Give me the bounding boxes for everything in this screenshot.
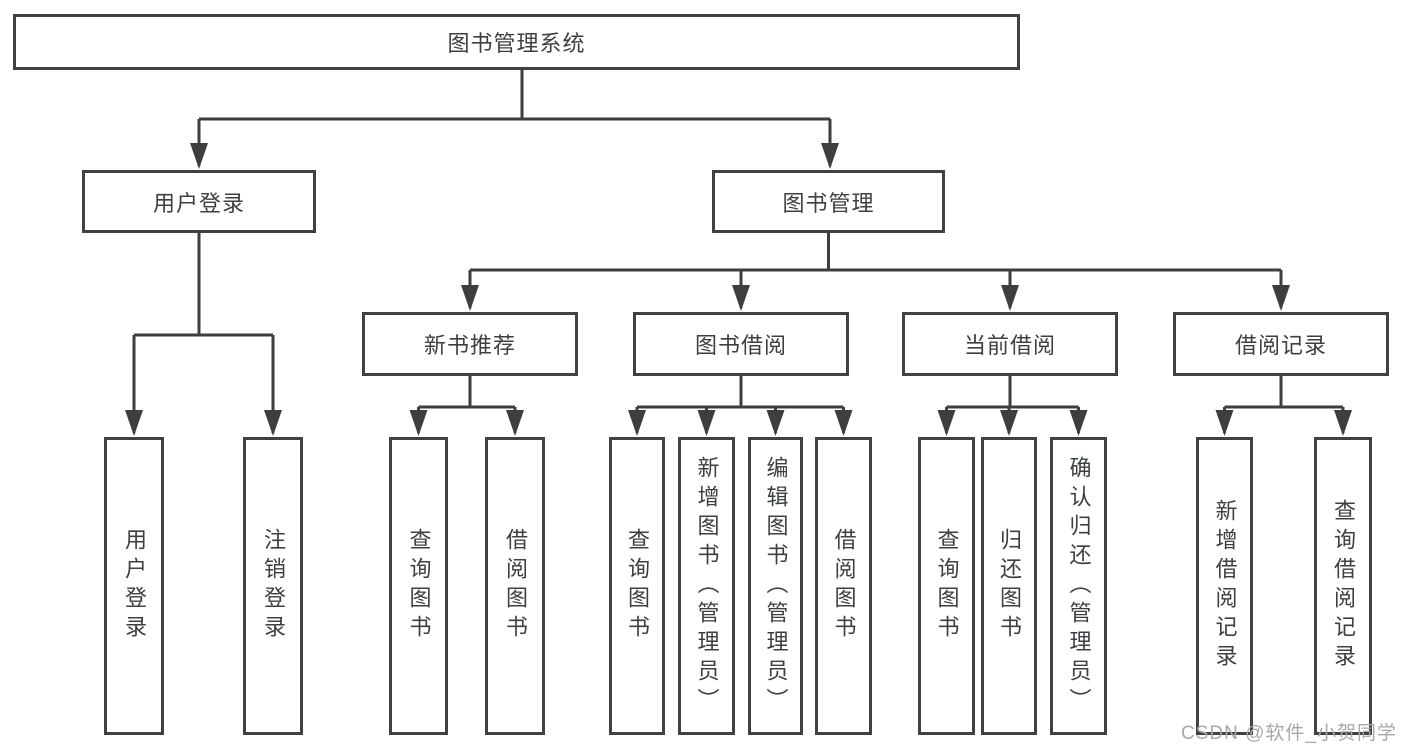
arrowhead-icon (1272, 285, 1290, 311)
arrowhead-icon (506, 410, 524, 436)
arrowhead-icon (766, 410, 785, 436)
node-label: 归还图书 (997, 528, 1022, 644)
node-label: 借阅记录 (1234, 333, 1327, 358)
node-new-book-recommend: 新书推荐 (362, 312, 578, 376)
leaf-add-book-admin: 新增图书（管理员） (678, 437, 735, 735)
node-label: 用户登录 (122, 528, 147, 644)
arrowhead-icon (1215, 410, 1234, 436)
node-user-login: 用户登录 (82, 170, 316, 233)
connector-current-borrow-to-leaves (937, 376, 1088, 436)
leaf-add-borrow-record: 新增借阅记录 (1196, 437, 1253, 735)
watermark-text: CSDN @软件_小贺同学 (1181, 723, 1397, 744)
node-label: 图书借阅 (694, 333, 787, 358)
node-label: 新增借阅记录 (1212, 499, 1238, 673)
node-book-management: 图书管理 (712, 170, 945, 233)
node-library-management-system: 图书管理系统 (13, 14, 1020, 70)
arrowhead-icon (834, 410, 853, 436)
leaf-edit-book-admin: 编辑图书（管理员） (748, 437, 803, 735)
node-label: 确认归还（管理员） (1066, 455, 1092, 717)
leaf-user-login: 用户登录 (104, 437, 164, 735)
arrowhead-icon (1334, 410, 1352, 436)
arrowhead-icon (628, 410, 646, 436)
arrowhead-icon (937, 410, 956, 436)
node-label: 借阅图书 (503, 528, 528, 644)
node-label: 查询图书 (406, 528, 432, 644)
arrowhead-icon (461, 285, 479, 311)
node-label: 当前借阅 (963, 333, 1056, 358)
arrowhead-icon (190, 143, 208, 169)
connector-root-to-level2 (190, 70, 839, 169)
leaf-borrow-books: 借阅图书 (815, 437, 872, 735)
connector-book-borrow-to-leaves (628, 376, 853, 436)
node-label: 图书管理 (782, 190, 875, 216)
node-label: 新增图书（管理员） (694, 455, 720, 717)
arrowhead-icon (732, 285, 750, 311)
leaf-return-book: 归还图书 (981, 437, 1037, 735)
node-label: 图书管理系统 (447, 31, 586, 56)
leaf-borrow-books-recommend: 借阅图书 (485, 437, 545, 735)
leaf-query-books-recommend: 查询图书 (389, 437, 448, 735)
arrowhead-icon (697, 410, 716, 436)
node-label: 编辑图书（管理员） (763, 455, 789, 717)
node-current-borrow: 当前借阅 (902, 312, 1118, 376)
arrowhead-icon (821, 143, 839, 169)
connector-new-book-to-leaves (409, 376, 524, 436)
node-label: 查询图书 (625, 528, 650, 644)
arrowhead-icon (1069, 410, 1088, 436)
arrowhead-icon (1001, 285, 1019, 311)
arrowhead-icon (125, 410, 143, 436)
node-label: 新书推荐 (423, 333, 516, 358)
arrowhead-icon (1000, 410, 1018, 436)
leaf-query-books-borrow: 查询图书 (609, 437, 665, 735)
node-label: 查询图书 (934, 528, 960, 644)
connector-borrow-records-to-leaves (1215, 376, 1352, 436)
leaf-confirm-return-admin: 确认归还（管理员） (1050, 437, 1107, 735)
node-label: 查询借阅记录 (1331, 499, 1356, 673)
node-label: 用户登录 (152, 190, 245, 216)
node-borrow-records: 借阅记录 (1173, 312, 1389, 376)
node-book-borrow: 图书借阅 (633, 312, 849, 376)
leaf-query-borrow-record: 查询借阅记录 (1314, 437, 1372, 735)
node-label: 注销登录 (261, 528, 286, 644)
leaf-logout: 注销登录 (243, 437, 303, 735)
leaf-query-books-current: 查询图书 (918, 437, 975, 735)
connector-book-management-to-level3 (461, 233, 1290, 311)
node-label: 借阅图书 (831, 528, 857, 644)
arrowhead-icon (264, 410, 282, 436)
connector-user-login-to-leaves (125, 233, 282, 436)
arrowhead-icon (409, 410, 428, 436)
